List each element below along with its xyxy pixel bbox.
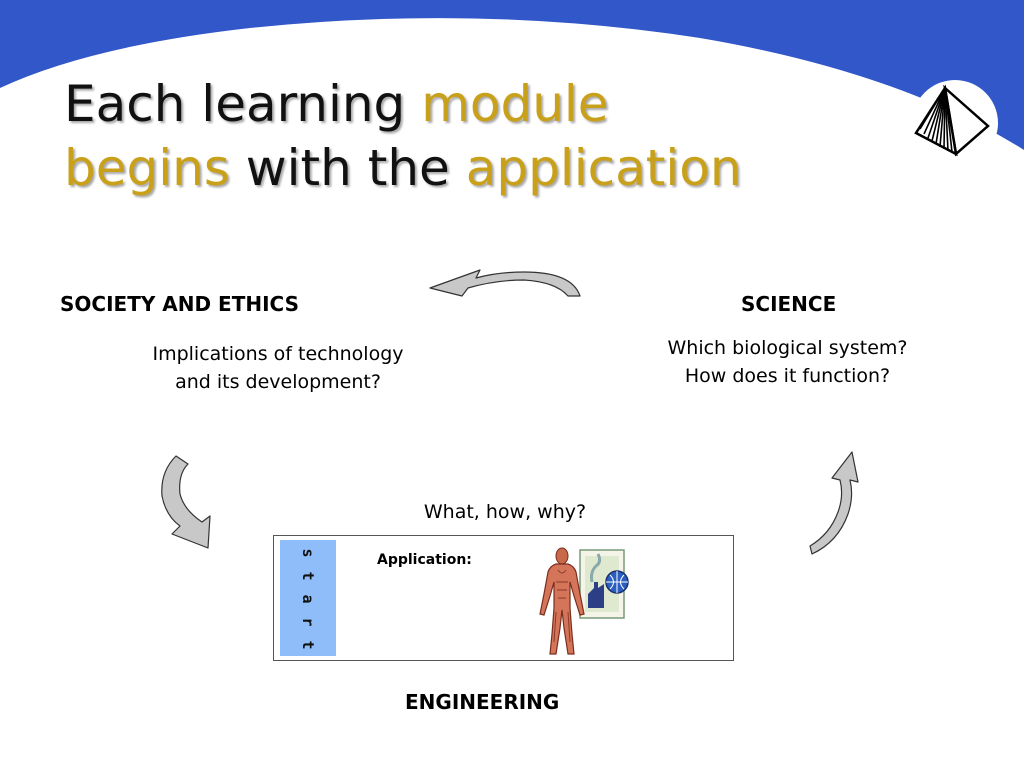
title-highlight-begins: begins: [64, 139, 230, 197]
application-box: s t a r t Application:: [273, 535, 734, 661]
header-arc-background: [0, 0, 1024, 150]
science-heading: SCIENCE: [741, 292, 837, 316]
title-highlight-application: application: [465, 139, 742, 197]
curved-arrow-icon: [429, 269, 581, 297]
science-line-2: How does it function?: [684, 365, 891, 387]
human-anatomy-icon: [539, 547, 585, 655]
slide-title: Each learning module begins with the app…: [64, 72, 742, 200]
application-clipart: [539, 547, 629, 655]
application-label: Application:: [377, 552, 472, 568]
title-part-1: Each learning: [64, 75, 422, 133]
factory-globe-icon: [579, 549, 629, 619]
start-letter: t: [299, 640, 317, 650]
science-line-1: Which biological system?: [667, 337, 908, 359]
science-description: Which biological system? How does it fun…: [630, 334, 945, 390]
curved-arrow-icon: [161, 455, 211, 549]
pyramid-logo-icon: [912, 80, 998, 166]
society-ethics-description: Implications of technology and its devel…: [118, 340, 438, 396]
start-strip: s t a r t: [280, 540, 336, 656]
society-ethics-heading: SOCIETY AND ETHICS: [60, 292, 299, 316]
curved-arrow-icon: [809, 451, 859, 555]
engineering-question: What, how, why?: [423, 501, 587, 523]
title-part-4: with the: [229, 139, 466, 197]
title-highlight-module: module: [421, 75, 609, 133]
society-ethics-line-1: Implications of technology: [152, 343, 404, 365]
engineering-heading: ENGINEERING: [405, 690, 560, 714]
society-ethics-line-2: and its development?: [175, 371, 381, 393]
